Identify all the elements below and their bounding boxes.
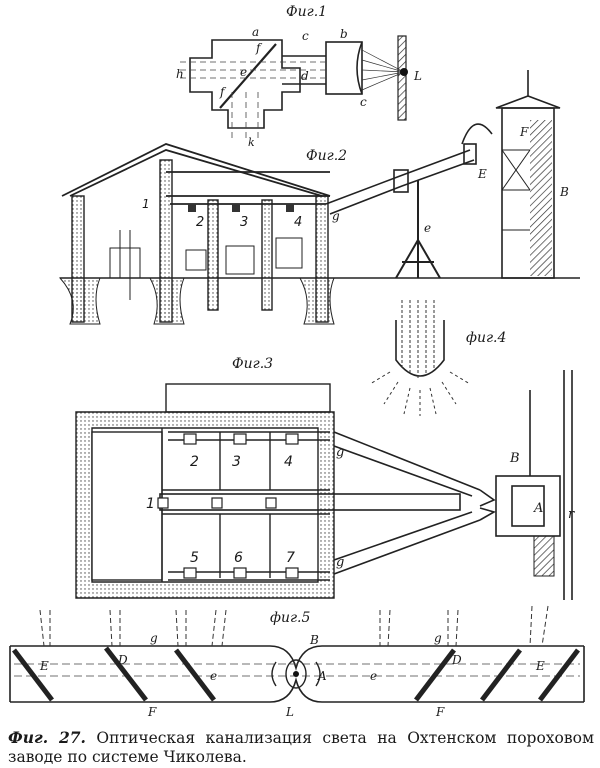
label-6: 6 [234,550,243,566]
label-2: 2 [190,454,199,470]
figure-1-title: Фиг.1 [286,4,327,20]
label-B: B [559,185,569,199]
lamp-post [397,35,407,121]
label-g: g [332,209,340,223]
label-g-right: g [434,631,442,645]
label-e: e [240,65,247,79]
label-r: r [568,507,575,522]
label-5: 5 [190,550,199,566]
label-F-left: F [147,705,157,719]
label-c-bottom: c [360,95,367,109]
label-e-right: e [370,669,377,683]
label-g-left: g [150,631,158,645]
label-A: A [317,669,327,683]
lamp-globe [395,320,445,377]
label-3: 3 [232,454,241,470]
label-c-top: c [302,29,309,43]
figure-4-title: фиг.4 [466,330,506,346]
arc-lamp [400,68,408,76]
lens-tube [325,41,363,95]
figure-5-title: фиг.5 [270,610,311,626]
label-e: e [424,221,431,235]
label-3: 3 [240,215,248,230]
label-F-right: F [435,705,445,719]
figure-caption: Фиг. 27. Оптическая канализация света на… [8,728,594,767]
lens [356,41,363,95]
label-B: B [509,451,520,466]
figure-1: Фиг.1 a b c c d e f [176,4,422,149]
label-D-left: D [117,653,128,667]
label-D-right: D [451,653,462,667]
label-E-right: E [535,659,545,673]
label-a: a [252,25,259,39]
label-k: k [248,136,255,149]
label-g-bottom: g [336,555,344,570]
mirror [219,43,277,109]
label-E: E [477,167,487,181]
label-e-left: e [210,669,217,683]
label-E-left: E [39,659,49,673]
figure-3: Фиг.3 [75,356,575,600]
figure-2-title: Фиг.2 [306,148,347,164]
label-2: 2 [196,215,204,230]
label-b: b [340,27,348,41]
label-d: d [301,69,309,83]
label-1: 1 [142,197,150,211]
prism-housing [189,39,301,129]
label-4: 4 [284,454,293,470]
label-h: h [176,67,184,81]
label-4: 4 [294,215,302,230]
label-7: 7 [286,550,295,566]
label-B: B [309,633,319,647]
label-f-top: f [255,41,263,55]
caption-text: Оптическая канализация света на Охтенско… [8,729,594,766]
label-f-bottom: f [219,85,227,99]
caption-number: Фиг. 27. [8,728,86,747]
figure-4: фиг.4 [369,300,506,416]
figure-5: фиг.5 [9,605,585,719]
label-g-top: g [336,445,344,460]
label-L: L [413,69,422,83]
label-L: L [285,705,294,719]
figure-2: Фиг.2 [58,70,580,325]
label-F: F [519,125,529,139]
label-1: 1 [146,496,155,512]
label-A: A [533,501,543,516]
figure-3-title: Фиг.3 [232,356,273,372]
